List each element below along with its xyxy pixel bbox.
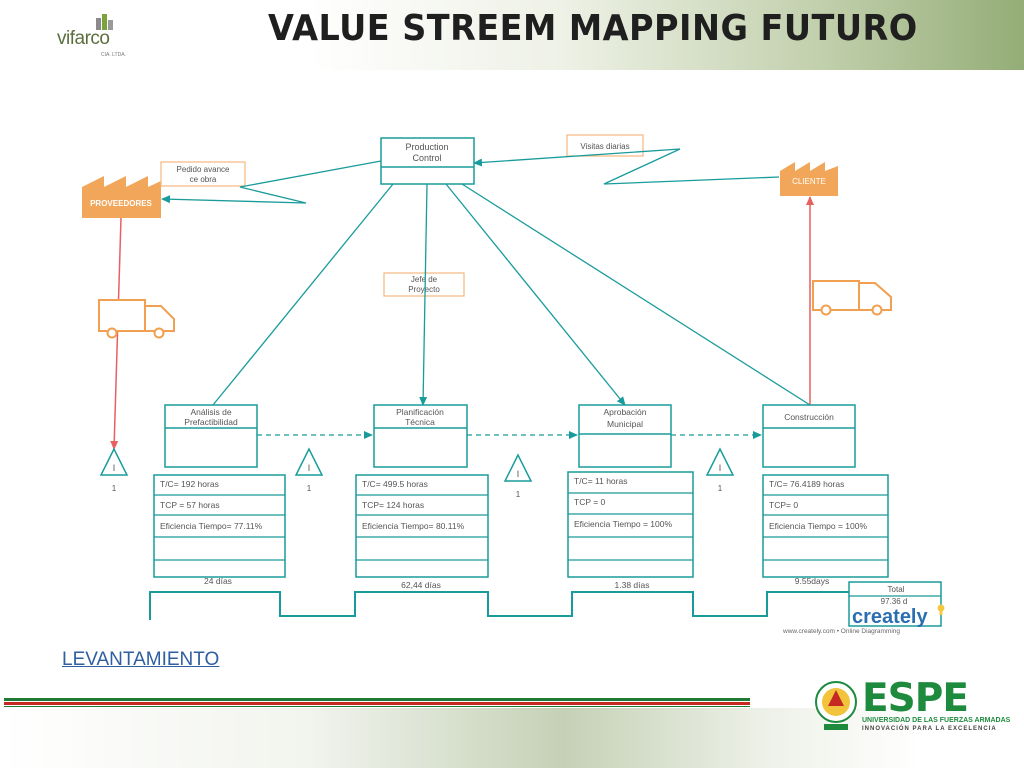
svg-text:Aprobación: Aprobación xyxy=(603,407,646,417)
svg-text:TCP= 124 horas: TCP= 124 horas xyxy=(362,500,424,510)
process-box-aprobacion: Aprobación Municipal xyxy=(578,404,672,468)
svg-text:T/C= 499.5 horas: T/C= 499.5 horas xyxy=(362,479,428,489)
info-flow-to-supplier xyxy=(161,160,382,204)
process-box-analisis: Análisis de Prefactibilidad xyxy=(164,404,258,468)
svg-text:T/C= 76.4189 horas: T/C= 76.4189 horas xyxy=(769,479,844,489)
total-box: Total 97.36 d xyxy=(848,581,942,627)
espe-subtitle: UNIVERSIDAD DE LAS FUERZAS ARMADAS xyxy=(862,717,1011,724)
footer-stripe-red xyxy=(4,702,750,705)
svg-text:Planificación: Planificación xyxy=(396,407,444,417)
lightbulb-icon xyxy=(937,604,945,615)
logo-text: vifarco xyxy=(57,28,110,49)
svg-text:I: I xyxy=(517,469,520,479)
inventory-triangle-icon: I 1 xyxy=(503,453,533,499)
logo-subtext: CIA. LTDA. xyxy=(101,52,126,58)
lead-time-label: 62,44 días xyxy=(401,580,441,590)
svg-text:TCP = 57 horas: TCP = 57 horas xyxy=(160,500,220,510)
svg-text:Construcción: Construcción xyxy=(784,412,834,422)
truck-icon xyxy=(812,280,892,316)
inventory-triangle-icon: I 1 xyxy=(294,447,324,493)
svg-text:Municipal: Municipal xyxy=(607,419,643,429)
footer-stripe-green xyxy=(4,698,750,701)
creately-url: www.creately.com • Online Diagramming xyxy=(782,628,900,635)
production-control-box: Production Control xyxy=(380,137,475,185)
svg-text:1: 1 xyxy=(307,484,312,493)
espe-wordmark: ESPE xyxy=(862,676,969,721)
info-flow-from-customer xyxy=(473,148,780,185)
footer-band xyxy=(0,708,1024,768)
production-control-label: Control xyxy=(412,153,441,163)
inventory-triangle-icon: I 1 xyxy=(99,447,129,493)
svg-text:Visitas diarias: Visitas diarias xyxy=(580,142,629,151)
svg-text:Eficiencia Tiempo= 80.11%: Eficiencia Tiempo= 80.11% xyxy=(362,521,465,531)
inventory-triangle-icon: I 1 xyxy=(705,447,735,493)
svg-text:1: 1 xyxy=(112,484,117,493)
data-box-planificacion: T/C= 499.5 horas TCP= 124 horas Eficienc… xyxy=(355,474,489,578)
svg-text:Eficiencia Tiempo = 100%: Eficiencia Tiempo = 100% xyxy=(574,519,672,529)
svg-text:TCP= 0: TCP= 0 xyxy=(769,500,798,510)
svg-text:Proyecto: Proyecto xyxy=(408,285,440,294)
process-box-planificacion: Planificación Técnica xyxy=(373,404,468,468)
supplier-label: PROVEEDORES xyxy=(90,199,152,208)
svg-text:T/C= 192 horas: T/C= 192 horas xyxy=(160,479,219,489)
truck-icon xyxy=(98,299,175,339)
lead-time-label: 9.55days xyxy=(795,576,830,586)
note-pedido-avance: Pedido avance ce obra xyxy=(160,161,246,187)
logo-leaf-icon xyxy=(96,14,113,30)
svg-text:Eficiencia Tiempo = 100%: Eficiencia Tiempo = 100% xyxy=(769,521,867,531)
creately-watermark: creately xyxy=(852,606,928,628)
svg-text:1: 1 xyxy=(516,490,521,499)
vifarco-logo xyxy=(38,6,146,66)
svg-text:Análisis de: Análisis de xyxy=(190,407,231,417)
data-box-construccion: T/C= 76.4189 horas TCP= 0 Eficiencia Tie… xyxy=(762,474,889,578)
svg-text:T/C= 11 horas: T/C= 11 horas xyxy=(574,476,627,486)
page-title: VALUE STREEM MAPPING FUTURO xyxy=(268,8,918,49)
svg-text:Técnica: Técnica xyxy=(405,417,435,427)
svg-text:Total: Total xyxy=(888,585,905,594)
customer-factory-icon: CLIENTE xyxy=(780,162,838,196)
svg-text:Eficiencia Tiempo= 77.11%: Eficiencia Tiempo= 77.11% xyxy=(160,521,263,531)
svg-text:97.36 d: 97.36 d xyxy=(881,597,908,606)
svg-text:I: I xyxy=(719,463,722,473)
svg-text:ce obra: ce obra xyxy=(190,175,217,184)
data-box-aprobacion: T/C= 11 horas TCP = 0 Eficiencia Tiempo … xyxy=(567,471,694,578)
lead-time-label: 24 días xyxy=(204,576,232,586)
espe-tagline: INNOVACIÓN PARA LA EXCELENCIA xyxy=(862,726,997,732)
espe-seal-icon xyxy=(815,681,857,730)
svg-text:TCP = 0: TCP = 0 xyxy=(574,497,606,507)
supplier-factory-icon: PROVEEDORES xyxy=(82,176,161,218)
shipment-arrow-supplier xyxy=(110,217,122,450)
production-control-label: Production xyxy=(405,142,448,152)
note-jefe-proyecto: Jefe de Proyecto xyxy=(383,272,465,297)
footer-stripe-green-thin xyxy=(4,706,750,707)
svg-text:I: I xyxy=(308,463,311,473)
svg-text:Prefactibilidad: Prefactibilidad xyxy=(184,417,238,427)
lead-time-label: 1.38 días xyxy=(615,580,650,590)
note-visitas-diarias: Visitas diarias xyxy=(566,134,644,157)
svg-text:Jefe de: Jefe de xyxy=(411,275,438,284)
svg-text:Pedido avance: Pedido avance xyxy=(177,165,230,174)
svg-text:1: 1 xyxy=(718,484,723,493)
customer-label: CLIENTE xyxy=(792,177,826,186)
levantamiento-link[interactable]: LEVANTAMIENTO xyxy=(62,649,220,670)
data-box-analisis: T/C= 192 horas TCP = 57 horas Eficiencia… xyxy=(153,474,286,578)
svg-text:I: I xyxy=(113,463,116,473)
process-box-construccion: Construcción xyxy=(762,404,856,468)
production-control-links xyxy=(212,183,811,406)
header-bar xyxy=(0,0,1024,70)
timeline xyxy=(149,591,850,620)
